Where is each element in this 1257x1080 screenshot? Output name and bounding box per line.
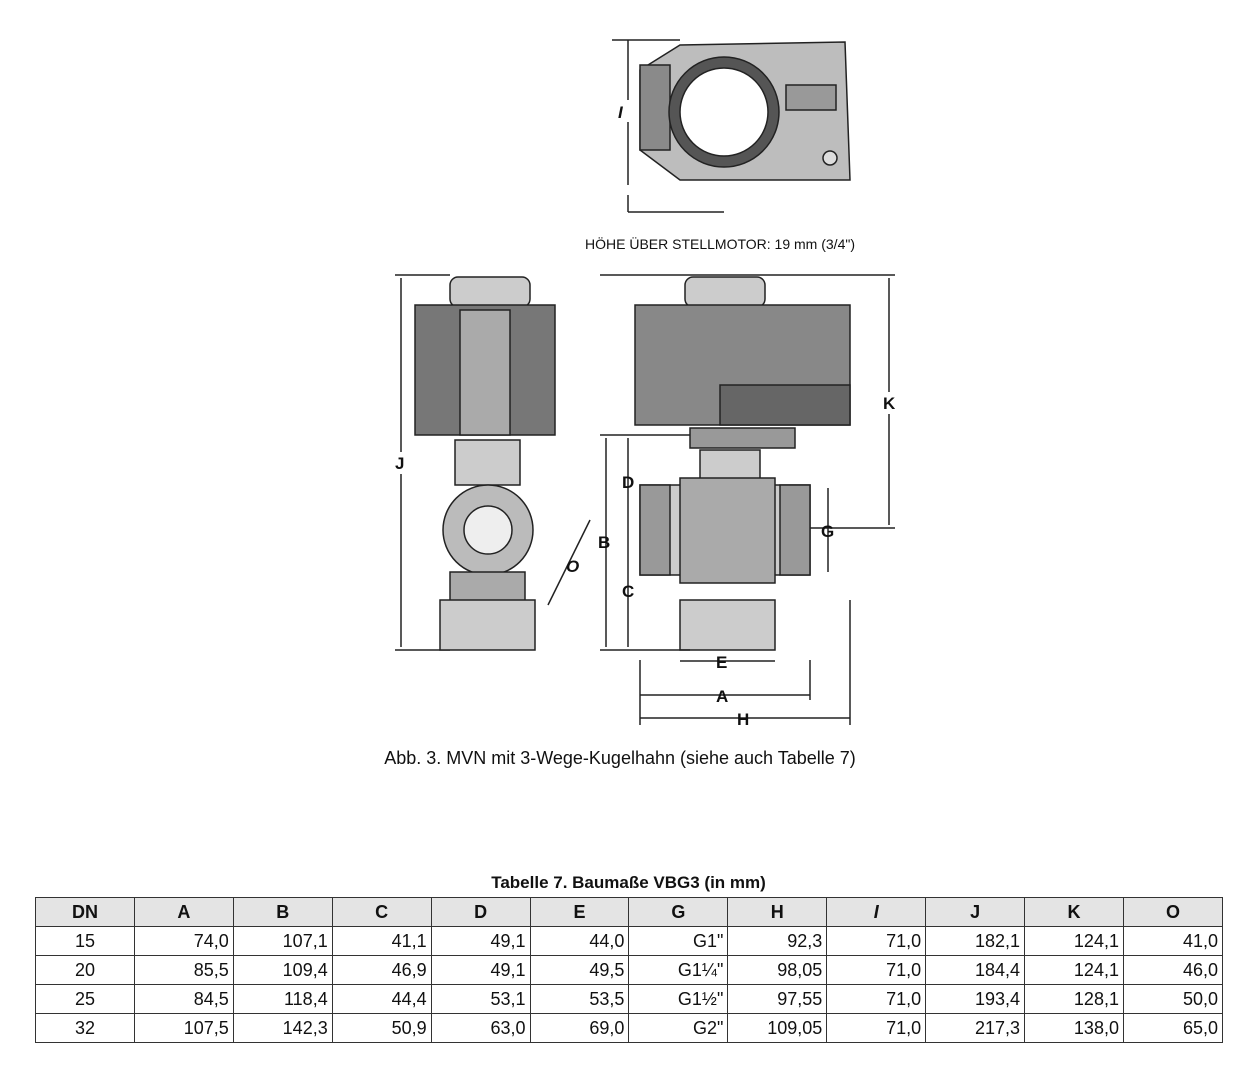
table-cell: 109,4 <box>232 955 333 985</box>
table-cell: 44,4 <box>331 984 432 1014</box>
table-cell: 41,0 <box>1122 926 1224 956</box>
table-header-row: DN A B C D E G H I J K O <box>35 897 1224 927</box>
table-cell: 49,5 <box>529 955 630 985</box>
table-cell: 85,5 <box>133 955 234 985</box>
table-title: Tabelle 7. Baumaße VBG3 (in mm) <box>491 873 766 892</box>
table-cell: 44,0 <box>529 926 630 956</box>
header-cell: B <box>232 897 333 927</box>
table-cell: 193,4 <box>925 984 1026 1014</box>
table-cell: 97,55 <box>727 984 828 1014</box>
table-cell: 65,0 <box>1122 1013 1224 1043</box>
dim-label-c: C <box>622 582 634 601</box>
header-cell: D <box>430 897 531 927</box>
dim-label-b: B <box>598 533 610 552</box>
header-cell: G <box>628 897 729 927</box>
table-cell: 184,4 <box>925 955 1026 985</box>
table-cell: 32 <box>35 1013 135 1043</box>
table-cell: 71,0 <box>826 984 927 1014</box>
table-cell: G2" <box>628 1013 729 1043</box>
table-cell: 46,0 <box>1122 955 1224 985</box>
table-cell: 71,0 <box>826 926 927 956</box>
dim-label-d: D <box>622 473 634 492</box>
valve-dimension-drawing: I J K D B G C O E A H <box>395 39 896 729</box>
header-cell: H <box>727 897 828 927</box>
dim-label-k: K <box>883 394 896 413</box>
header-cell: J <box>925 897 1026 927</box>
table-cell: 74,0 <box>133 926 234 956</box>
header-cell: K <box>1024 897 1124 927</box>
table-cell: 84,5 <box>133 984 234 1014</box>
table-cell: 107,1 <box>232 926 333 956</box>
table-cell: 92,3 <box>727 926 828 956</box>
table-cell: 49,1 <box>430 926 531 956</box>
table-cell: 98,05 <box>727 955 828 985</box>
table-cell: 25 <box>35 984 135 1014</box>
dim-label-a: A <box>716 687 728 706</box>
header-cell: I <box>826 897 927 927</box>
dim-label-o: O <box>566 557 579 576</box>
header-cell: O <box>1122 897 1224 927</box>
table-cell: 20 <box>35 955 135 985</box>
table-cell: 50,9 <box>331 1013 432 1043</box>
table-cell: 63,0 <box>430 1013 531 1043</box>
table-cell: 182,1 <box>925 926 1026 956</box>
table-cell: 46,9 <box>331 955 432 985</box>
table-cell: 53,1 <box>430 984 531 1014</box>
table-cell: 15 <box>35 926 135 956</box>
table-cell: 53,5 <box>529 984 630 1014</box>
table-cell: 49,1 <box>430 955 531 985</box>
table-cell: 50,0 <box>1122 984 1224 1014</box>
table-cell: 138,0 <box>1024 1013 1124 1043</box>
table-cell: 128,1 <box>1024 984 1124 1014</box>
table-cell: 142,3 <box>232 1013 333 1043</box>
header-cell: E <box>529 897 630 927</box>
dim-label-e: E <box>716 653 727 672</box>
side-view-right <box>600 274 895 725</box>
table-cell: 69,0 <box>529 1013 630 1043</box>
header-cell: C <box>331 897 432 927</box>
header-cell: DN <box>35 897 135 927</box>
side-view-left <box>395 274 591 651</box>
table-cell: 109,05 <box>727 1013 828 1043</box>
table-cell: 71,0 <box>826 955 927 985</box>
table-cell: 41,1 <box>331 926 432 956</box>
table-cell: 124,1 <box>1024 955 1124 985</box>
dim-label-h: H <box>737 710 749 729</box>
table-cell: 71,0 <box>826 1013 927 1043</box>
figure-caption: Abb. 3. MVN mit 3-Wege-Kugelhahn (siehe … <box>384 748 856 768</box>
table-cell: 124,1 <box>1024 926 1124 956</box>
table-cell: G1¼" <box>628 955 729 985</box>
table-cell: G1" <box>628 926 729 956</box>
table-cell: G1½" <box>628 984 729 1014</box>
dim-label-j: J <box>395 454 404 473</box>
dim-label-g: G <box>821 522 834 541</box>
dim-label-i: I <box>618 103 624 122</box>
table-cell: 118,4 <box>232 984 333 1014</box>
top-view <box>612 39 851 213</box>
table-cell: 107,5 <box>133 1013 234 1043</box>
table-cell: 217,3 <box>925 1013 1026 1043</box>
height-note: HÖHE ÜBER STELLMOTOR: 19 mm (3/4") <box>585 236 855 252</box>
header-cell: A <box>133 897 234 927</box>
